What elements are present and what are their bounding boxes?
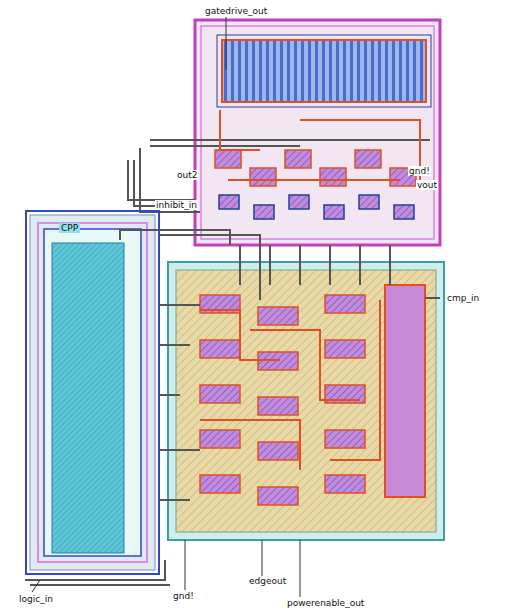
- block-name: CPP: [59, 223, 80, 233]
- pin-label: out2: [176, 170, 198, 180]
- transistor-cell: [359, 195, 379, 209]
- transistor-cell: [215, 150, 241, 168]
- transistor-cell: [250, 168, 276, 186]
- transistor-cell: [320, 168, 346, 186]
- transistor-cell: [325, 340, 365, 358]
- transistor-cell: [325, 295, 365, 313]
- transistor-cell: [200, 475, 240, 493]
- transistor-cell: [258, 307, 298, 325]
- pin-label: cmp_in: [446, 293, 480, 303]
- transistor-cell: [254, 205, 274, 219]
- transistor-cell: [200, 340, 240, 358]
- transistor-cell: [200, 430, 240, 448]
- transistor-cell: [325, 430, 365, 448]
- transistor-cell: [258, 442, 298, 460]
- transistor-cell: [219, 195, 239, 209]
- transistor-cell: [325, 475, 365, 493]
- pin-label: logic_in: [18, 594, 54, 604]
- transistor-cell: [258, 487, 298, 505]
- transistor-cell: [394, 205, 414, 219]
- pin-label: gnd!: [408, 166, 431, 176]
- pin-label: gnd!: [172, 591, 195, 601]
- pin-label: powerenable_out: [286, 598, 365, 608]
- pin-label: vout: [416, 180, 438, 190]
- transistor-cell: [289, 195, 309, 209]
- capacitor-block: CPP: [25, 210, 160, 575]
- transistor-cell: [258, 397, 298, 415]
- transistor-cell: [324, 205, 344, 219]
- transistor-cell: [200, 385, 240, 403]
- pin-label: edgeout: [248, 576, 287, 586]
- transistor-cell: [355, 150, 381, 168]
- pin-label: inhibit_in: [155, 200, 198, 210]
- pin-label: gatedrive_out: [204, 6, 268, 16]
- transistor-cell: [285, 150, 311, 168]
